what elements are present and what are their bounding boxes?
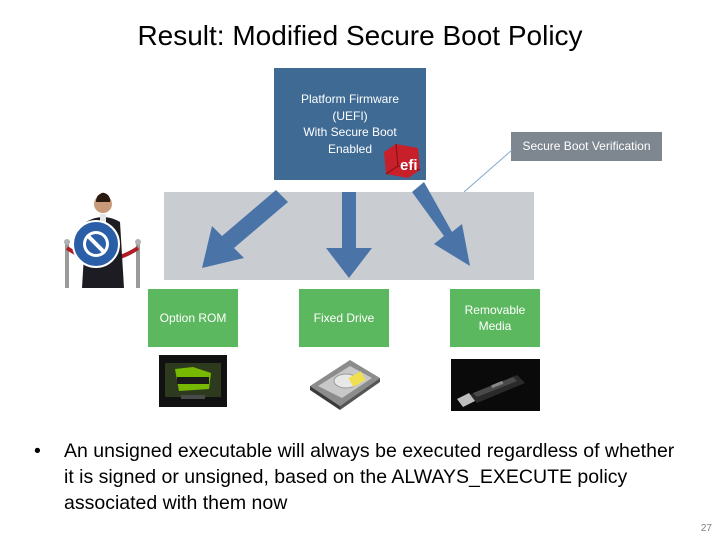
- arrow-to-removable-media: [412, 182, 470, 266]
- security-guard-icon: [64, 192, 141, 288]
- secure-boot-verification-label: Secure Boot Verification: [511, 132, 662, 161]
- hard-drive-icon: [310, 360, 380, 410]
- removable-media-label: Removable Media: [464, 303, 526, 333]
- slide-title: Result: Modified Secure Boot Policy: [137, 20, 583, 51]
- firmware-line-3: With Secure Boot: [303, 125, 397, 139]
- firmware-line-4: Enabled: [327, 141, 373, 156]
- arrow-to-option-rom: [202, 190, 288, 268]
- svg-text:efi: efi: [400, 157, 418, 174]
- efi-logo-icon: efi: [384, 143, 421, 178]
- page-number: 27: [700, 523, 712, 534]
- verification-connector-line: [463, 149, 513, 193]
- no-entry-icon: [72, 220, 120, 268]
- platform-firmware-box: Platform Firmware (UEFI) With Secure Boo…: [274, 68, 426, 180]
- firmware-line-1: Platform Firmware: [300, 92, 399, 106]
- graphics-card-icon: [159, 355, 227, 407]
- removable-media-box: Removable Media: [450, 289, 540, 347]
- arrow-to-fixed-drive: [326, 192, 372, 278]
- firmware-line-2: (UEFI): [332, 108, 368, 123]
- bullet-marker: •: [34, 440, 41, 462]
- fixed-drive-box: Fixed Drive: [299, 289, 389, 347]
- option-rom-label: Option ROM: [159, 311, 227, 325]
- usb-drive-icon: [451, 359, 540, 411]
- bullet-text: An unsigned executable will always be ex…: [64, 440, 675, 514]
- fixed-drive-label: Fixed Drive: [313, 311, 375, 325]
- option-rom-box: Option ROM: [148, 289, 238, 347]
